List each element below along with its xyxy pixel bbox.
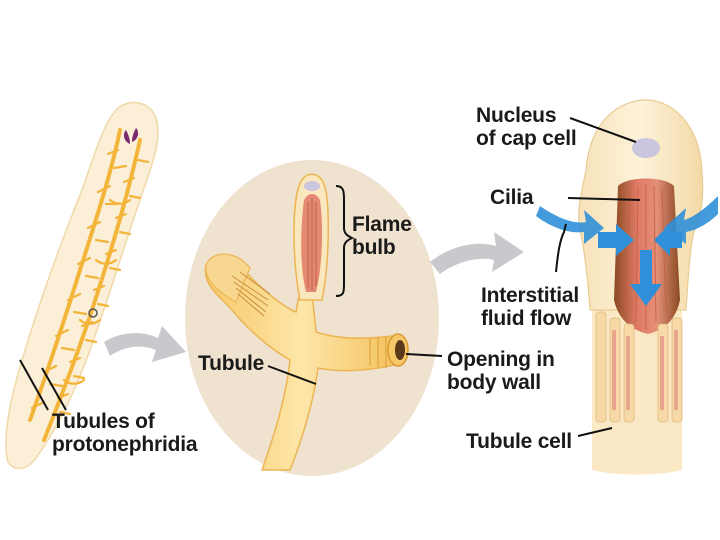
label-tubules-line2: protonephridia (52, 433, 198, 456)
label-tubule-text: Tubule (198, 352, 265, 375)
flatworm (5, 101, 159, 470)
label-flame-line2: bulb (352, 236, 396, 259)
label-tubule-cell: Tubule cell (466, 430, 572, 453)
leader-lines (19, 117, 641, 437)
label-cilia: Cilia (490, 186, 534, 209)
flow-arrow (536, 196, 718, 306)
connector-arrow (430, 232, 524, 274)
label-cilia-text: Cilia (490, 186, 534, 209)
label-nucleus-line2: of cap cell (476, 127, 577, 150)
connector-arrow (104, 326, 186, 362)
label-opening-line2: body wall (447, 371, 541, 394)
label-tubules-of-protonephridia: Tubules of protonephridia (52, 410, 198, 456)
label-nucleus-line1: Nucleus (476, 104, 557, 127)
tubule-cell-detail (536, 99, 718, 475)
label-interstitial-line2: fluid flow (481, 307, 572, 330)
label-interstitial-line1: Interstitial (481, 284, 579, 307)
label-interstitial-fluid-flow: Interstitial fluid flow (481, 284, 579, 330)
label-tubules-line1: Tubules of (52, 410, 155, 433)
label-tubule: Tubule (198, 352, 264, 375)
label-nucleus-of-cap-cell: Nucleus of cap cell (476, 104, 577, 150)
label-tubule-cell-text: Tubule cell (466, 430, 572, 453)
flame-bulb-detail (185, 160, 439, 476)
label-opening-in-body-wall: Opening in body wall (447, 348, 555, 394)
label-flame-bulb: Flame bulb (352, 213, 412, 259)
label-opening-line1: Opening in (447, 348, 555, 371)
label-flame-line1: Flame (352, 213, 412, 236)
